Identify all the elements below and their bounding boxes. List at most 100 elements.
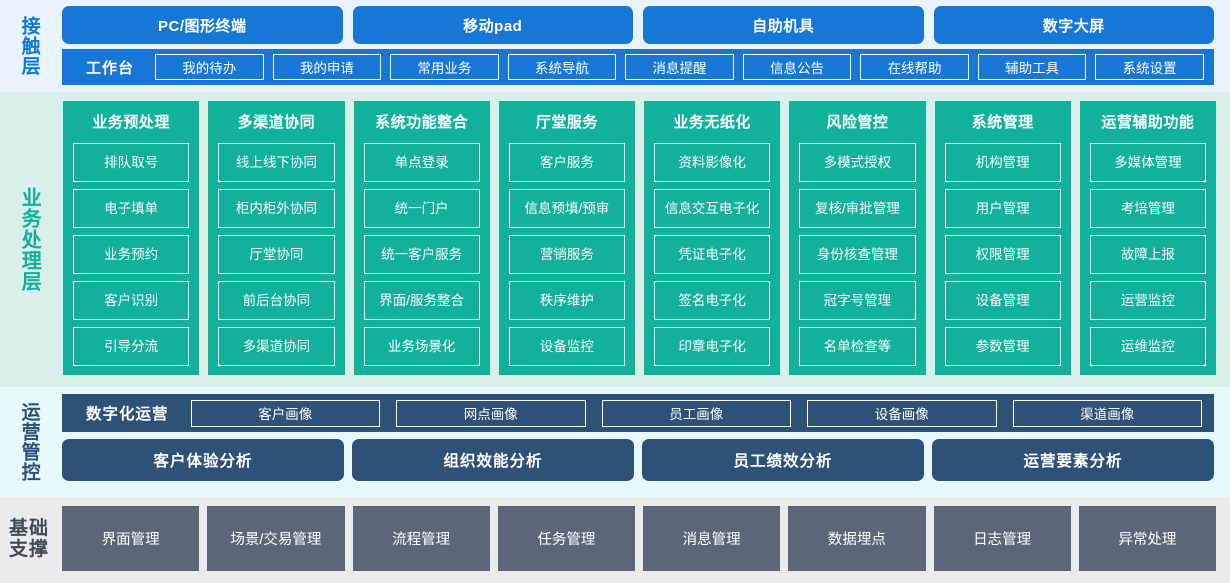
business-item-seal-electronic[interactable]: 印章电子化 [654, 327, 771, 366]
digital-operation-title: 数字化运营 [86, 406, 169, 423]
business-item-maintenance-monitoring[interactable]: 运维监控 [1089, 327, 1206, 366]
terminal-chip-mobile-pad[interactable]: 移动pad [352, 6, 633, 44]
business-item-device-management[interactable]: 设备管理 [944, 281, 1061, 320]
business-item-user-management[interactable]: 用户管理 [944, 189, 1061, 228]
business-item-document-imaging[interactable]: 资料影像化 [654, 143, 771, 182]
business-column-system-integration: 系统功能整合 单点登录 统一门户 统一客户服务 界面/服务整合 业务场景化 [353, 101, 490, 375]
business-item-multichannel-collab[interactable]: 多渠道协同 [218, 327, 335, 366]
business-column-title: 业务预处理 [92, 114, 170, 131]
layer-contact: 接触层 PC/图形终端 移动pad 自助机具 数字大屏 工作台 我的待办 我的申… [0, 0, 1230, 92]
business-item-info-prefill-prereview[interactable]: 信息预填/预审 [508, 189, 625, 228]
business-item-counter-collab[interactable]: 柜内柜外协同 [218, 189, 335, 228]
business-item-serial-number-management[interactable]: 冠字号管理 [799, 281, 916, 320]
base-item-message-management[interactable]: 消息管理 [643, 506, 781, 571]
business-item-customer-service[interactable]: 客户服务 [508, 143, 625, 182]
business-column-title: 业务无纸化 [673, 114, 751, 131]
business-column-risk-control: 风险管控 多模式授权 复核/审批管理 身份核查管理 冠字号管理 名单检查等 [789, 101, 926, 375]
business-item-unified-portal[interactable]: 统一门户 [363, 189, 480, 228]
business-column-title: 系统管理 [971, 114, 1034, 131]
business-item-voucher-electronic[interactable]: 凭证电子化 [654, 235, 771, 274]
base-item-data-tracking[interactable]: 数据埋点 [788, 506, 926, 571]
business-item-marketing-service[interactable]: 营销服务 [508, 235, 625, 274]
business-item-appointment[interactable]: 业务预约 [73, 235, 190, 274]
business-item-permission-management[interactable]: 权限管理 [944, 235, 1061, 274]
business-item-review-approval[interactable]: 复核/审批管理 [799, 189, 916, 228]
business-item-parameter-management[interactable]: 参数管理 [944, 327, 1061, 366]
business-column-system-management: 系统管理 机构管理 用户管理 权限管理 设备管理 参数管理 [934, 101, 1071, 375]
base-item-task-management[interactable]: 任务管理 [497, 506, 635, 571]
business-column-lobby-service: 厅堂服务 客户服务 信息预填/预审 营销服务 秩序维护 设备监控 [498, 101, 635, 375]
business-item-guidance-diversion[interactable]: 引导分流 [73, 327, 190, 366]
portrait-item-device[interactable]: 设备画像 [807, 399, 997, 427]
business-column-title: 多渠道协同 [237, 114, 316, 131]
analysis-row: 客户体验分析 组织效能分析 员工绩效分析 运营要素分析 [62, 439, 1214, 481]
business-item-identity-verification[interactable]: 身份核查管理 [799, 235, 916, 274]
business-item-unified-customer-service[interactable]: 统一客户服务 [363, 235, 480, 274]
analysis-item-employee-performance[interactable]: 员工绩效分析 [642, 439, 924, 481]
terminal-chip-self-service[interactable]: 自助机具 [643, 6, 924, 44]
business-column-operation-support: 运营辅助功能 多媒体管理 考培管理 故障上报 运营监控 运维监控 [1079, 101, 1216, 375]
business-item-business-scenario[interactable]: 业务场景化 [363, 327, 480, 366]
layer-base-body: 界面管理 场景/交易管理 流程管理 任务管理 消息管理 数据埋点 日志管理 异常… [58, 497, 1230, 583]
layer-label-base-line1: 基础 [8, 518, 49, 540]
nav-item-my-todo[interactable]: 我的待办 [155, 54, 264, 80]
business-column-multichannel: 多渠道协同 线上线下协同 柜内柜外协同 厅堂协同 前后台协同 多渠道协同 [208, 101, 345, 375]
business-item-info-exchange-electronic[interactable]: 信息交互电子化 [654, 189, 771, 228]
layer-contact-body: PC/图形终端 移动pad 自助机具 数字大屏 工作台 我的待办 我的申请 常用… [58, 0, 1230, 92]
nav-item-message-alert[interactable]: 消息提醒 [625, 54, 734, 80]
nav-item-system-settings[interactable]: 系统设置 [1095, 54, 1204, 80]
business-item-online-offline-collab[interactable]: 线上线下协同 [218, 143, 335, 182]
analysis-item-operation-factor[interactable]: 运营要素分析 [932, 439, 1214, 481]
portrait-item-branch[interactable]: 网点画像 [396, 399, 586, 427]
portrait-item-channel[interactable]: 渠道画像 [1012, 399, 1203, 427]
business-item-operation-monitoring[interactable]: 运营监控 [1089, 281, 1206, 320]
business-item-ui-service-integration[interactable]: 界面/服务整合 [363, 281, 480, 320]
terminal-row: PC/图形终端 移动pad 自助机具 数字大屏 [62, 6, 1214, 44]
layer-operations: 运营管控 数字化运营 客户画像 网点画像 员工画像 设备画像 渠道画像 客户体验… [0, 387, 1230, 497]
business-item-single-sign-on[interactable]: 单点登录 [363, 143, 480, 182]
terminal-chip-pc[interactable]: PC/图形终端 [62, 6, 343, 44]
terminal-chip-digital-screen[interactable]: 数字大屏 [933, 6, 1214, 44]
business-column-title: 风险管控 [826, 114, 889, 131]
nav-item-announcement[interactable]: 信息公告 [742, 54, 852, 80]
workbench-title: 工作台 [86, 59, 135, 77]
business-item-e-form[interactable]: 电子填单 [73, 189, 190, 228]
business-item-customer-identification[interactable]: 客户识别 [73, 281, 190, 320]
nav-item-system-navigation[interactable]: 系统导航 [507, 54, 617, 80]
layer-label-business: 业务处理层 [0, 92, 58, 387]
business-item-fault-report[interactable]: 故障上报 [1089, 235, 1206, 274]
portrait-item-customer[interactable]: 客户画像 [190, 399, 381, 427]
business-item-training-management[interactable]: 考培管理 [1089, 189, 1206, 228]
analysis-item-customer-experience[interactable]: 客户体验分析 [62, 439, 344, 481]
layer-label-operations: 运营管控 [0, 387, 58, 497]
business-item-queue-number[interactable]: 排队取号 [73, 143, 190, 182]
nav-item-my-application[interactable]: 我的申请 [272, 54, 382, 80]
business-item-multimedia-management[interactable]: 多媒体管理 [1089, 143, 1206, 182]
base-item-scenario-transaction-management[interactable]: 场景/交易管理 [207, 506, 345, 571]
business-item-order-maintenance[interactable]: 秩序维护 [508, 281, 625, 320]
layer-label-base-support: 基础 支撑 [0, 497, 58, 583]
layer-operations-body: 数字化运营 客户画像 网点画像 员工画像 设备画像 渠道画像 客户体验分析 组织… [58, 387, 1230, 497]
nav-item-common-business[interactable]: 常用业务 [390, 54, 499, 80]
analysis-item-organization-efficiency[interactable]: 组织效能分析 [352, 439, 634, 481]
business-column-title: 厅堂服务 [535, 114, 598, 131]
portrait-item-employee[interactable]: 员工画像 [601, 399, 792, 427]
business-item-device-monitoring[interactable]: 设备监控 [508, 327, 625, 366]
business-item-organization-management[interactable]: 机构管理 [944, 143, 1061, 182]
business-item-signature-electronic[interactable]: 签名电子化 [654, 281, 771, 320]
base-item-log-management[interactable]: 日志管理 [933, 506, 1071, 571]
business-item-front-back-collab[interactable]: 前后台协同 [218, 281, 335, 320]
business-item-multimode-authorization[interactable]: 多模式授权 [799, 143, 916, 182]
business-item-list-check[interactable]: 名单检查等 [799, 327, 916, 366]
layer-business-body: 业务预处理 排队取号 电子填单 业务预约 客户识别 引导分流 多渠道协同 线上线… [58, 92, 1230, 387]
nav-item-auxiliary-tools[interactable]: 辅助工具 [977, 54, 1087, 80]
base-item-process-management[interactable]: 流程管理 [352, 506, 490, 571]
digital-operation-bar: 数字化运营 客户画像 网点画像 员工画像 设备画像 渠道画像 [62, 394, 1214, 432]
business-item-lobby-collab[interactable]: 厅堂协同 [218, 235, 335, 274]
base-item-ui-management[interactable]: 界面管理 [62, 506, 200, 571]
base-item-exception-handling[interactable]: 异常处理 [1078, 506, 1216, 571]
nav-item-online-help[interactable]: 在线帮助 [860, 54, 969, 80]
layer-label-contact: 接触层 [0, 0, 58, 92]
business-column-title: 系统功能整合 [375, 114, 469, 131]
